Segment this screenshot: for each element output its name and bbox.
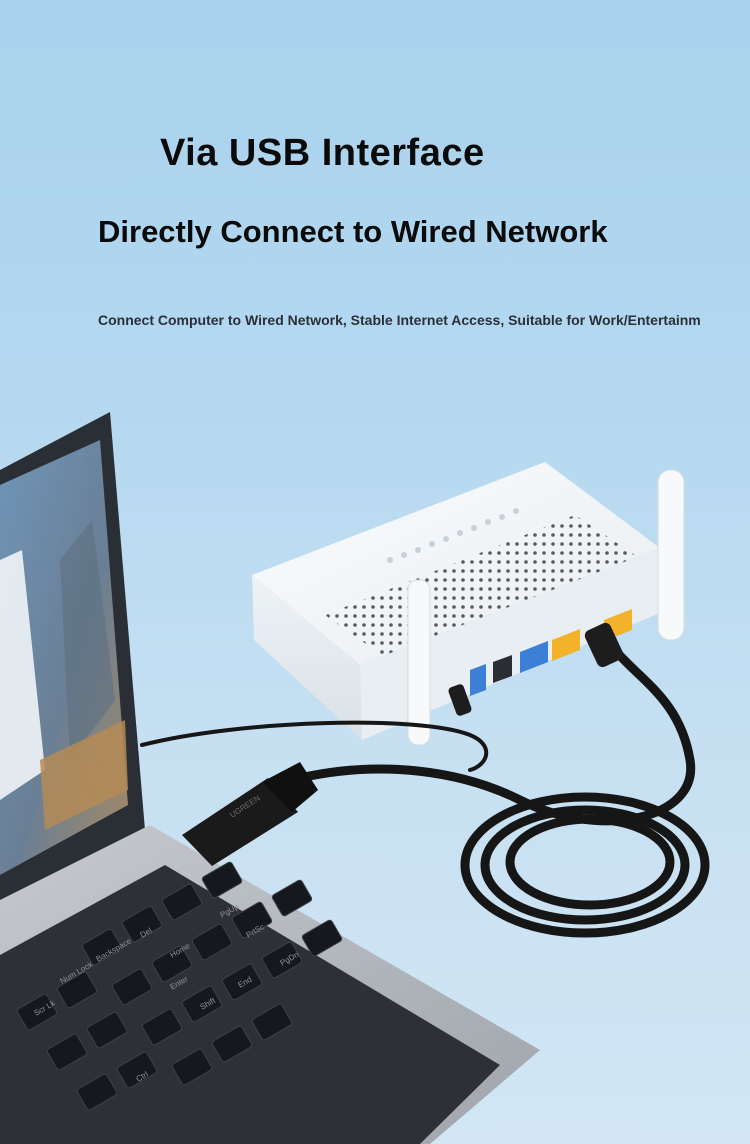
router-front: [360, 548, 662, 740]
power-plug: [448, 684, 472, 716]
key: [201, 861, 243, 899]
cables: [140, 645, 710, 938]
screen-field: [40, 720, 128, 830]
router-wan-port: [520, 641, 548, 673]
screen-mountain: [60, 520, 115, 760]
headline-title: Via USB Interface: [160, 132, 485, 174]
key: [161, 883, 203, 921]
key: [81, 928, 123, 966]
keyboard: [16, 861, 343, 1111]
key: [111, 968, 153, 1006]
rj45-plug: [584, 622, 624, 668]
cable-coil-inner: [505, 814, 675, 910]
key: [56, 971, 98, 1009]
usb-adapter: UGREEN: [182, 762, 318, 866]
key: [191, 923, 233, 961]
headline-subtitle: Directly Connect to Wired Network: [98, 214, 608, 249]
key: [301, 919, 343, 957]
headline-description: Connect Computer to Wired Network, Stabl…: [98, 312, 701, 328]
key: [221, 963, 263, 1001]
power-cable: [140, 720, 489, 772]
router-antenna-left: [407, 579, 431, 746]
router-antenna-right: [657, 469, 685, 641]
usb-strain-relief: [262, 762, 318, 812]
key: [211, 1025, 253, 1063]
screen-window: [0, 550, 45, 800]
key: [141, 1008, 183, 1046]
key: [231, 901, 273, 939]
router-status-leds: [387, 508, 519, 563]
key: [261, 941, 303, 979]
router-side: [252, 575, 362, 740]
key: [86, 1011, 128, 1049]
key: [171, 1048, 213, 1086]
cable-coil-outer: [460, 792, 710, 938]
key: [16, 993, 58, 1031]
key: [121, 905, 163, 943]
router: [252, 462, 685, 746]
cable-coil-middle: [480, 805, 690, 925]
key: [271, 879, 313, 917]
key: [76, 1073, 118, 1111]
key: [181, 985, 223, 1023]
key: [46, 1033, 88, 1071]
router-usb-port: [470, 664, 486, 696]
router-lan-port-1: [552, 629, 580, 661]
key: [251, 1003, 293, 1041]
key: [116, 1051, 158, 1089]
usb-adapter-body: [182, 778, 298, 866]
router-phone-port: [493, 655, 512, 683]
router-vent-grille: [325, 515, 650, 668]
key: [151, 945, 193, 983]
